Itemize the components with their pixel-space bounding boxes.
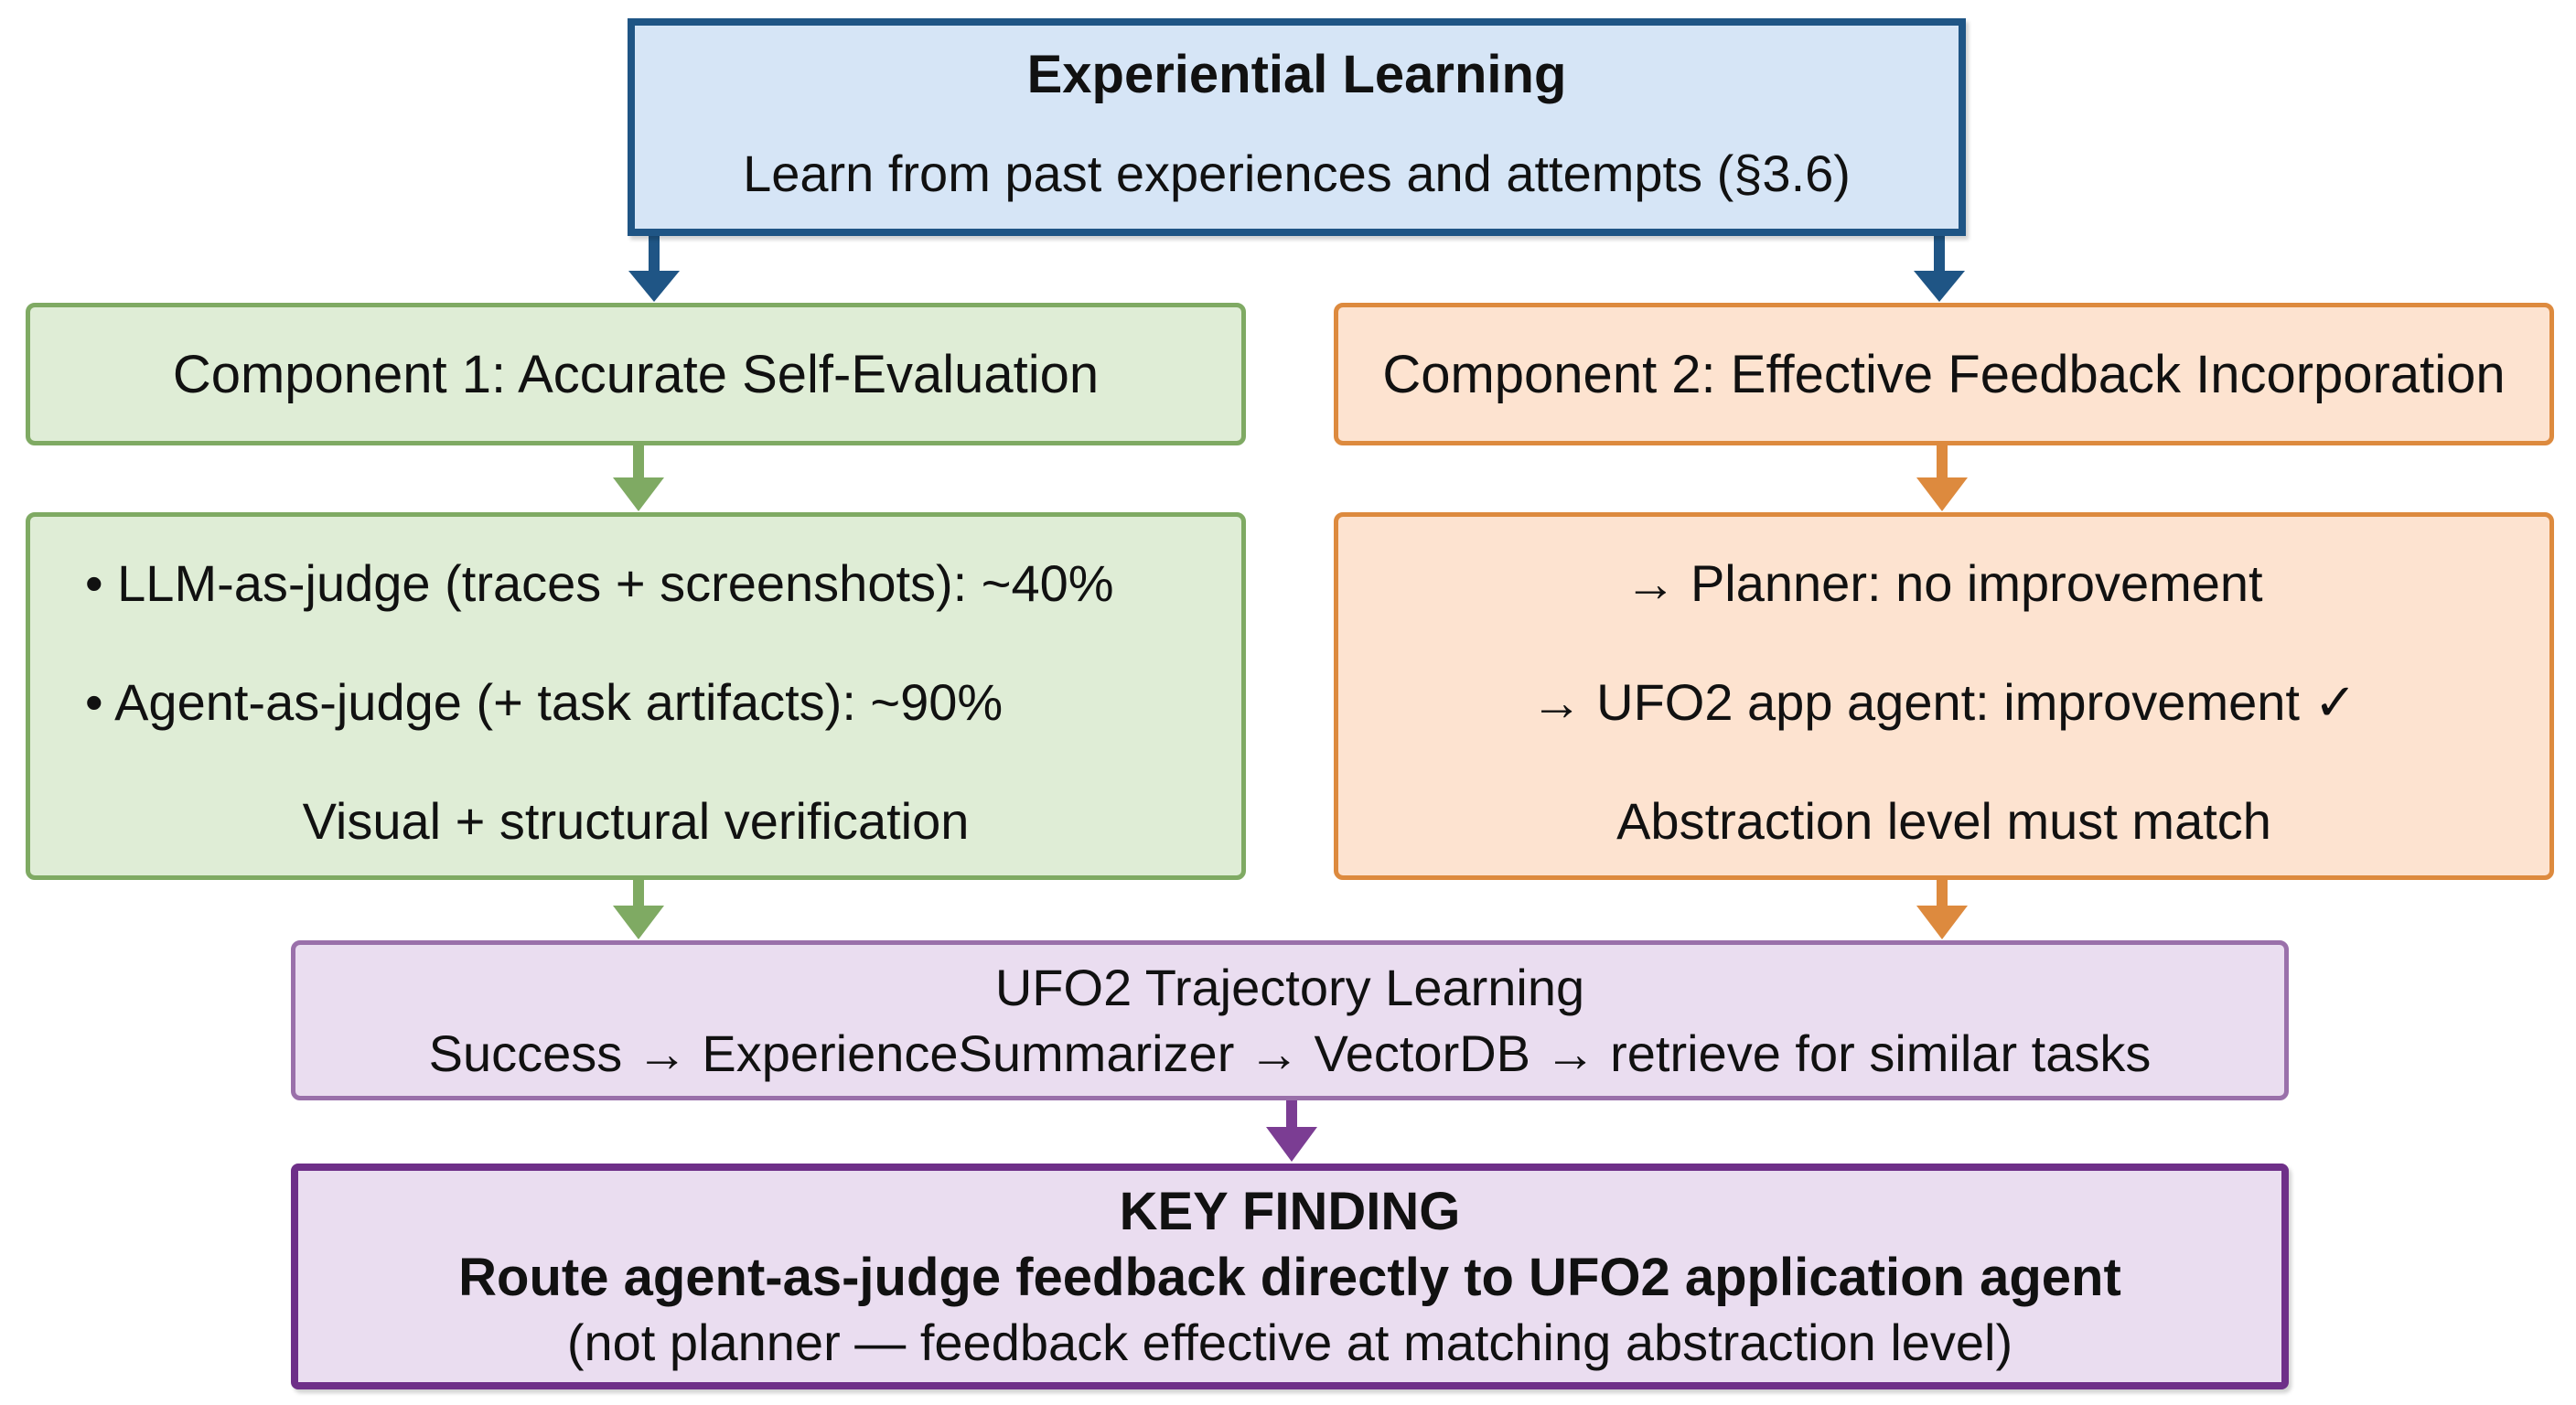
component1-details-box: • LLM-as-judge (traces + screenshots): ~… bbox=[26, 512, 1246, 880]
planner-result: → Planner: no improvement bbox=[1625, 554, 2263, 612]
arrow-top-to-component1 bbox=[628, 236, 680, 302]
trajectory-learning-box: UFO2 Trajectory Learning Success → Exper… bbox=[291, 940, 2289, 1100]
arrow-top-to-component2 bbox=[1914, 236, 1965, 302]
arrow-component1-to-details bbox=[613, 445, 664, 511]
abstraction-note: Abstraction level must match bbox=[1616, 792, 2271, 850]
component2-title: Component 2: Effective Feedback Incorpor… bbox=[1382, 344, 2506, 404]
agent-as-judge-bullet: • Agent-as-judge (+ task artifacts): ~90… bbox=[85, 673, 1004, 731]
arrow-component2-to-details bbox=[1916, 445, 1968, 511]
key-finding-heading: KEY FINDING bbox=[1119, 1181, 1461, 1241]
arrow-details1-to-trajectory bbox=[613, 880, 664, 939]
experiential-learning-title: Experiential Learning bbox=[1026, 45, 1567, 104]
component2-details-box: → Planner: no improvement → UFO2 app age… bbox=[1334, 512, 2554, 880]
experiential-learning-box: Experiential Learning Learn from past ex… bbox=[628, 18, 1966, 236]
component1-title-box: Component 1: Accurate Self-Evaluation bbox=[26, 303, 1246, 445]
trajectory-learning-title: UFO2 Trajectory Learning bbox=[994, 958, 1585, 1016]
trajectory-learning-flow: Success → ExperienceSummarizer → VectorD… bbox=[428, 1024, 2152, 1082]
arrow-trajectory-to-key-finding bbox=[1266, 1100, 1317, 1162]
component1-title: Component 1: Accurate Self-Evaluation bbox=[172, 344, 1100, 404]
verification-note: Visual + structural verification bbox=[302, 792, 970, 850]
app-agent-result: → UFO2 app agent: improvement ✓ bbox=[1530, 673, 2357, 731]
key-finding-statement: Route agent-as-judge feedback directly t… bbox=[458, 1247, 2121, 1307]
component2-title-box: Component 2: Effective Feedback Incorpor… bbox=[1334, 303, 2554, 445]
llm-as-judge-bullet: • LLM-as-judge (traces + screenshots): ~… bbox=[85, 554, 1114, 612]
key-finding-box: KEY FINDING Route agent-as-judge feedbac… bbox=[291, 1164, 2289, 1389]
experiential-learning-subtitle: Learn from past experiences and attempts… bbox=[743, 145, 1851, 202]
arrow-details2-to-trajectory bbox=[1916, 880, 1968, 939]
key-finding-note: (not planner — feedback effective at mat… bbox=[566, 1313, 2013, 1371]
